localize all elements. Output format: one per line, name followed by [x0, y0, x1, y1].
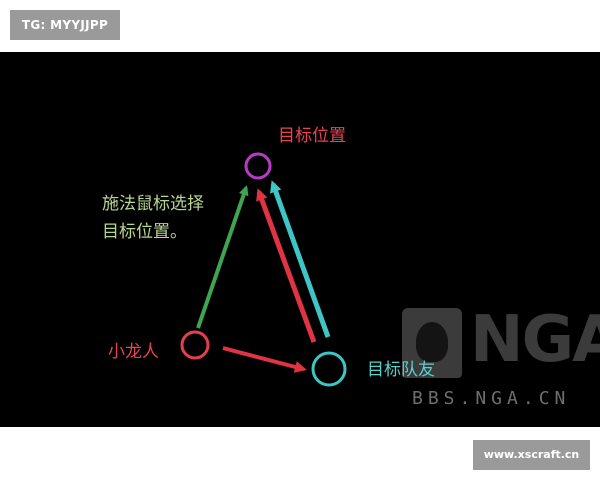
- label-self-unit: 小龙人: [108, 342, 159, 362]
- watermark-site-text: BBS.NGA.CN: [412, 388, 571, 409]
- diagram-svg: [180, 152, 347, 387]
- diagram-panel: NGA BBS.NGA.CN: [0, 52, 600, 427]
- label-cast-line2: 目标位置。: [102, 222, 187, 242]
- arrow-self-to-target: [196, 185, 249, 329]
- ally-unit-circle: [311, 351, 347, 387]
- label-target-position: 目标位置: [278, 126, 346, 146]
- label-cast-instruction: 施法鼠标选择 目标位置。: [102, 190, 222, 246]
- self-unit-circle: [180, 330, 210, 360]
- arrow-ally-to-target-cyan: [270, 180, 331, 338]
- arrow-self-to-ally: [222, 346, 307, 373]
- nga-logo-badge-icon: [402, 308, 462, 378]
- header-tag: TG: MYYJJPP: [10, 10, 120, 40]
- label-cast-line1: 施法鼠标选择: [102, 194, 204, 214]
- footer-tag: www.xscraft.cn: [473, 440, 590, 470]
- arrow-ally-to-target-red: [256, 188, 317, 343]
- watermark-logo-text: NGA: [470, 303, 600, 377]
- label-ally-unit: 目标队友: [367, 360, 435, 380]
- target-position-circle: [244, 152, 272, 180]
